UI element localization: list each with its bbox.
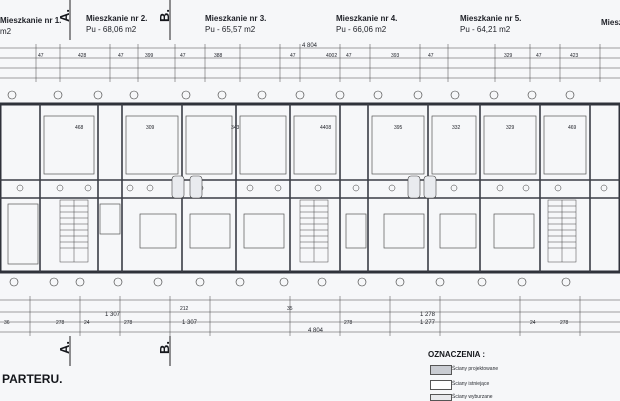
bottom-dimension-lines [0,299,620,333]
room-outlines [7,115,587,265]
bottom-total-dimension: 4 804 [308,328,324,334]
legend-item-new: Ściany projektowane [452,366,499,372]
bottom-sub-dimension-2: 1 307 [182,320,198,326]
top-dimension-ticks [35,44,601,82]
apartment-2-area: Pu - 68,06 m2 [86,25,137,34]
legend-swatch-existing [430,380,452,390]
dim-top-4: 47 [180,53,186,59]
bottom-sub-dimension-3: 1 277 [420,320,436,326]
fixture-markers [16,184,608,192]
legend-item-existing: Ściany istniejące [452,381,490,387]
dim-top-12: 47 [536,53,542,59]
room-width-6: 332 [452,125,461,131]
dim-top-0: 47 [38,53,44,59]
room-width-4: 4408 [320,125,332,131]
section-lines [69,0,171,366]
dim-bottom-3: 278 [124,320,133,326]
bottom-sub-dimension-4: 1 278 [420,312,436,318]
dim-bottom-2: 24 [84,320,90,326]
bottom-sub-dimension-1: 1 307 [105,312,121,318]
dim-top-13: 423 [570,53,579,59]
dim-bottom-5: 278 [344,320,353,326]
grid-axis-bubbles-top [7,90,575,100]
room-width-1: 468 [75,125,84,131]
apartment-6-name: Mieszk [601,18,620,27]
dim-bottom-0: 36 [4,320,10,326]
dim-top-9: 393 [391,53,400,59]
room-width-2: 309 [146,125,155,131]
plan-title: PARTERU. [2,372,63,386]
room-width-7: 329 [506,125,515,131]
apartment-3-area: Pu - 65,57 m2 [205,25,256,34]
dim-bottom-1: 278 [56,320,65,326]
top-dimension-lines [0,47,620,79]
staircases [59,199,577,263]
dim-top-3: 399 [145,53,154,59]
apartment-2-name: Mieszkanie nr 2. [86,14,148,23]
legend-heading: OZNACZENIA : [428,350,486,359]
dim-top-2: 47 [118,53,124,59]
apartment-4-name: Mieszkanie nr 4. [336,14,398,23]
top-total-dimension: 4 804 [302,43,318,49]
legend-item-demolished: Ściany wyburzane [452,394,493,400]
dim-top-11: 329 [504,53,513,59]
bathtubs [171,175,437,199]
legend-swatch-new [430,365,452,375]
room-width-5: 395 [394,125,403,131]
apartment-1-name: Mieszkanie nr 1. [0,16,62,25]
apartment-4-area: Pu - 66,06 m2 [336,25,387,34]
dim-bottom-7: 278 [560,320,569,326]
dim-top-8: 47 [346,53,352,59]
apartment-5-name: Mieszkanie nr 5. [460,14,522,23]
grid-axis-bubbles-bottom [9,277,571,287]
bottom-dimension-ticks [29,296,581,336]
room-width-3: 343 [231,125,240,131]
dim-top-10: 47 [428,53,434,59]
apartment-5-area: Pu - 64,21 m2 [460,25,511,34]
dim-top-6: 47 [290,53,296,59]
dim-top-7: 4002 [326,53,338,59]
dim-top-5: 388 [214,53,223,59]
apartment-3-name: Mieszkanie nr 3. [205,14,267,23]
dim-bottom-4: 212 [180,306,189,312]
dim-top-1: 428 [78,53,87,59]
dim-bottom-8: 24 [530,320,536,326]
outer-walls [0,102,620,274]
room-width-8: 469 [568,125,577,131]
apartment-1-area: m2 [0,27,12,36]
